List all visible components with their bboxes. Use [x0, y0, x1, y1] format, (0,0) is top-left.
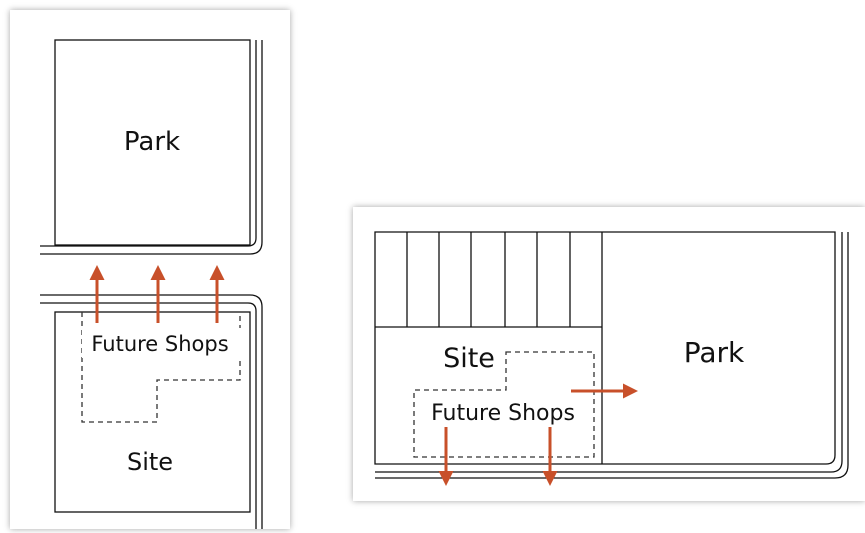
- park-label: Park: [124, 127, 180, 157]
- park-label: Park: [684, 336, 745, 369]
- street-edge-outer: [375, 232, 849, 479]
- street-edge-inner: [375, 232, 843, 473]
- site-diagram-a-canvas: Park Future Shops Site: [40, 39, 263, 529]
- park-street-edge-outer: [40, 40, 263, 255]
- park-street-edge-inner: [40, 40, 257, 247]
- site-street-edge-outer: [40, 294, 263, 529]
- future-shops-label: Future Shops: [91, 332, 228, 356]
- site-diagram-option-b: Site Park Future Shops: [353, 207, 865, 501]
- future-shops-footprint: [81, 311, 241, 423]
- future-shops-footprint: [413, 351, 595, 458]
- site-diagram-option-a: Park Future Shops Site: [10, 10, 290, 529]
- future-shops-label: Future Shops: [431, 401, 575, 426]
- site-label: Site: [443, 343, 495, 374]
- park-block: [54, 39, 251, 246]
- site-label: Site: [127, 448, 173, 476]
- site-street-edge-inner: [40, 302, 257, 529]
- site-diagram-b-canvas: Site Park Future Shops: [374, 231, 849, 486]
- site-block: [54, 311, 251, 513]
- block-outline: [374, 231, 836, 465]
